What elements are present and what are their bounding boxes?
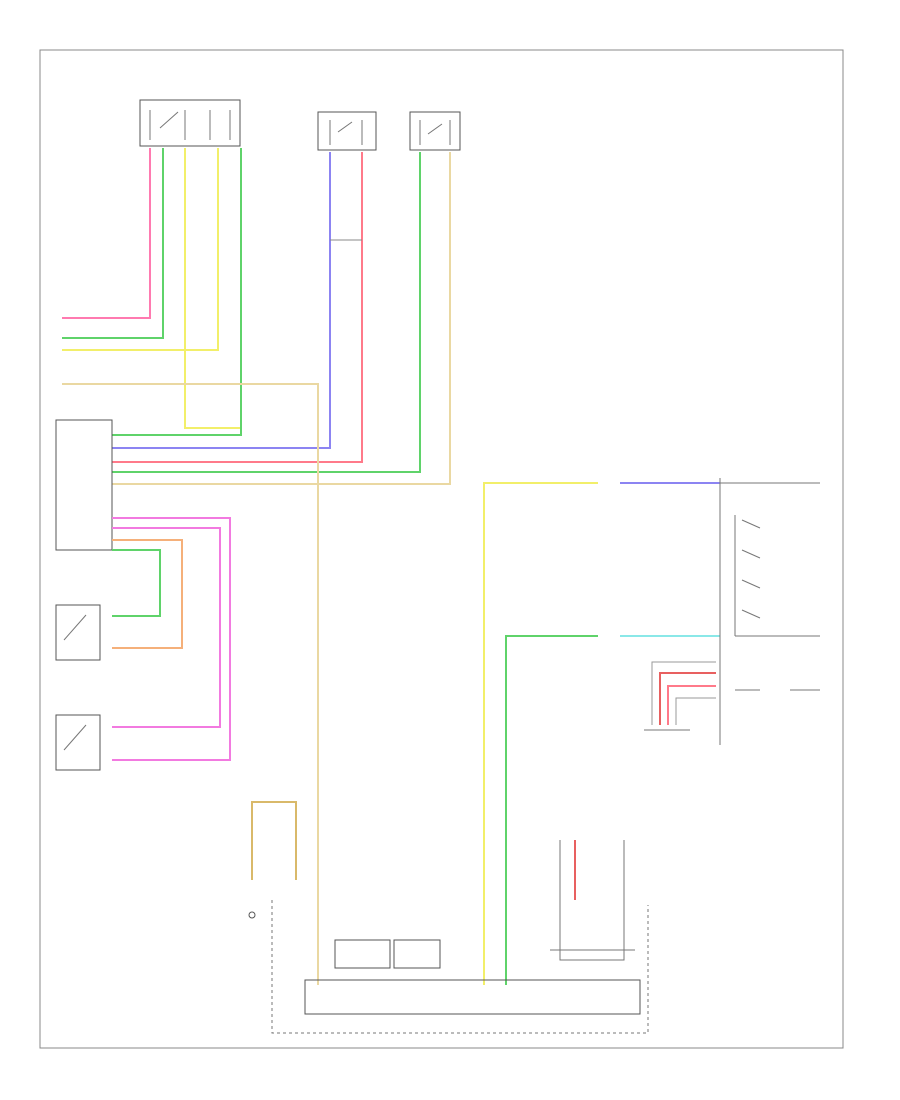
wire-magenta-2 (112, 527, 221, 728)
wire-pink-top (62, 148, 151, 319)
dashed-enclosure (271, 900, 649, 1034)
brake-switch (139, 99, 241, 147)
wire-tan (112, 152, 451, 485)
wire-yellow-right (483, 482, 598, 985)
cruise-switch (334, 939, 441, 969)
front-left-sensor (55, 714, 101, 771)
wire-yellow-long (62, 148, 219, 351)
diagram-frame (39, 49, 844, 1049)
wire-magenta-1 (112, 517, 231, 761)
wire-orange-rear (251, 801, 297, 880)
wire-green-right (112, 148, 242, 436)
wire-green-right-lower (505, 635, 598, 985)
front-right-sensor (55, 604, 101, 661)
wire-orange (112, 539, 183, 649)
clutch-switch (409, 111, 461, 151)
wire-gray-steer (651, 661, 716, 725)
abs-module (55, 419, 113, 551)
wire-red-steer (659, 672, 716, 725)
transmission-control (304, 979, 641, 1015)
stop-lamp-switch (317, 111, 377, 151)
wire-pink-steer (667, 685, 716, 725)
wire-green-sensor (112, 549, 161, 617)
combination-meter (719, 478, 820, 745)
rear-lamp (248, 911, 256, 919)
wire-blue (112, 152, 331, 449)
wire-green-long (112, 152, 421, 473)
wire-tan-bus (62, 383, 319, 985)
wire-pink-mid (112, 152, 363, 463)
engine-control-module (550, 840, 635, 961)
wire-yellow-short (184, 148, 240, 429)
wire-green-top (62, 148, 164, 339)
